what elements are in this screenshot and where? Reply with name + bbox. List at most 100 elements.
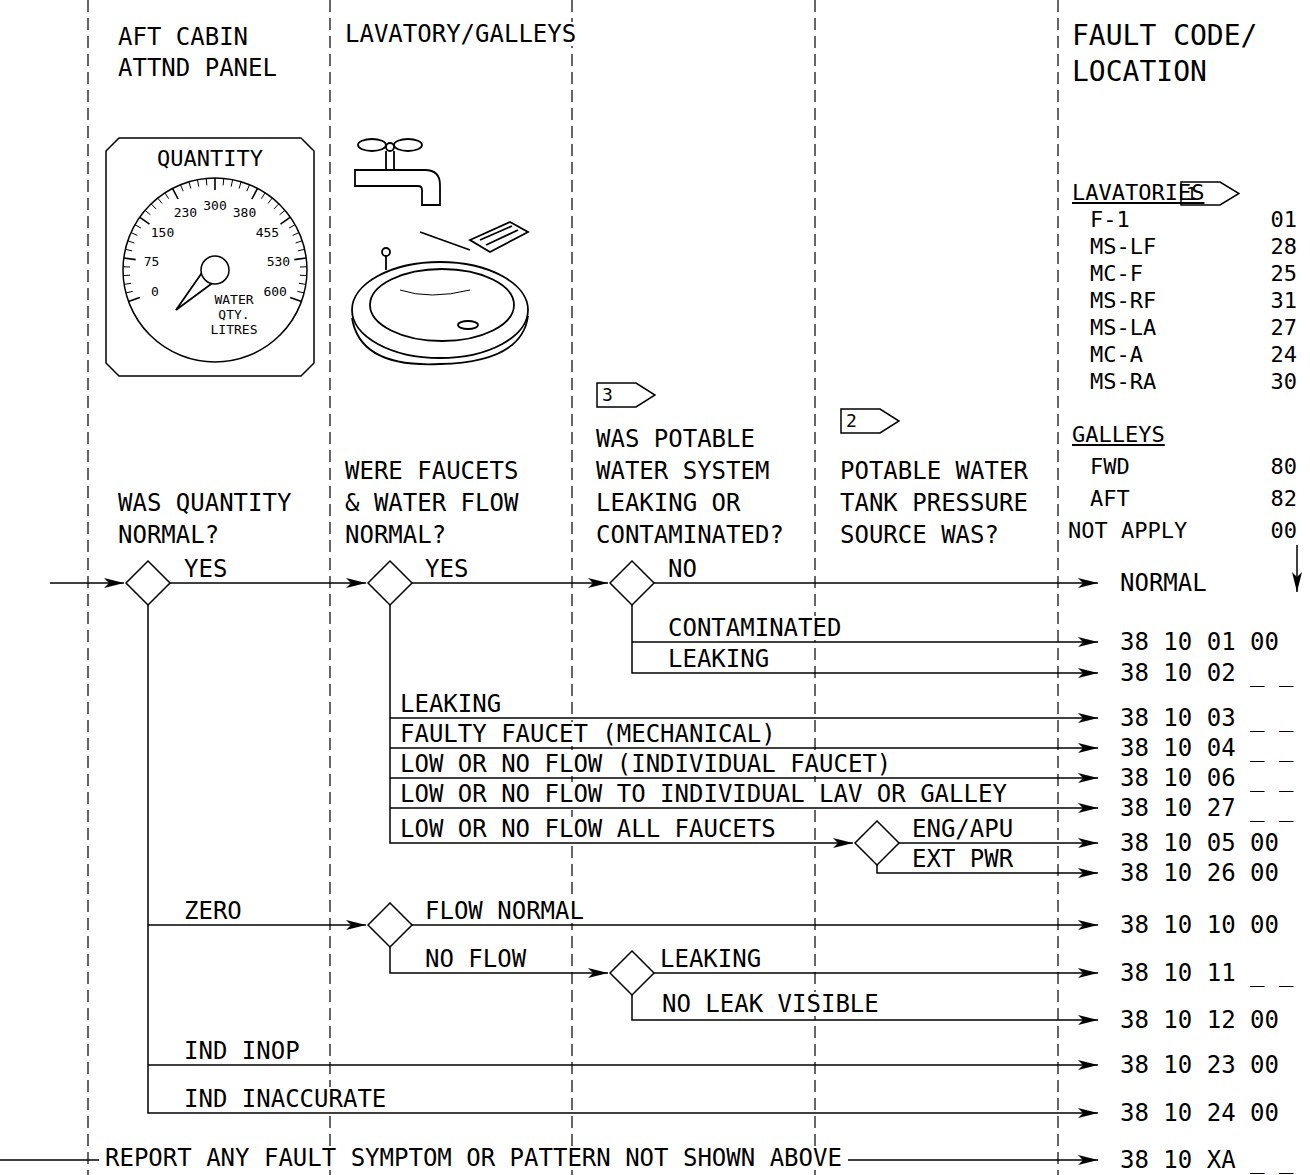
- gauge-scale-number: 0: [151, 285, 159, 299]
- location-code: 80: [1271, 455, 1298, 479]
- gauge-scale-number: 300: [203, 199, 226, 213]
- flow-line: [390, 747, 1098, 749]
- gauge-tick: [197, 180, 198, 187]
- question-text: POTABLE WATER TANK PRESSURE SOURCE WAS?: [840, 455, 1040, 551]
- location-code: 01: [1271, 208, 1298, 232]
- gauge-tick: [261, 193, 265, 199]
- flow-line: [148, 605, 1098, 1113]
- water-gauge: [123, 178, 307, 362]
- fault-code: 38 10 23 00: [1120, 1053, 1279, 1077]
- flow-line: [899, 842, 1098, 844]
- location-code: 31: [1271, 289, 1298, 313]
- gauge-tick: [297, 291, 304, 293]
- flow-line: [412, 582, 608, 584]
- gauge-tick: [274, 204, 279, 209]
- gauge-tick: [158, 198, 162, 204]
- branch-label: IND INACCURATE: [184, 1087, 386, 1111]
- branch-label: REPORT ANY FAULT SYMPTOM OR PATTERN NOT …: [99, 1146, 848, 1170]
- gauge-tick: [189, 182, 191, 189]
- question-text: WAS QUANTITY NORMAL?: [118, 487, 313, 551]
- branch-label: NO FLOW: [425, 947, 526, 971]
- callout-number: 3: [602, 382, 613, 408]
- question-text: WERE FAUCETS & WATER FLOW NORMAL?: [345, 455, 540, 551]
- gauge-tick: [135, 225, 141, 228]
- gauge-tick: [294, 258, 306, 260]
- fault-code: 38 10 27 _ _: [1120, 796, 1293, 820]
- branch-label: LEAKING: [400, 692, 501, 716]
- gauge-scale-number: 530: [267, 255, 290, 269]
- gauge-tick: [299, 283, 306, 284]
- gauge-tick: [129, 297, 140, 301]
- flow-line: [50, 582, 124, 584]
- branch-label: ZERO: [184, 899, 242, 923]
- flow-line: [148, 924, 366, 926]
- outline: [841, 409, 899, 433]
- panel-title: QUANTITY: [105, 147, 315, 171]
- location-code: MS-RF: [1090, 289, 1156, 313]
- fault-code: 38 10 03 _ _: [1120, 706, 1293, 730]
- location-code: 24: [1271, 343, 1298, 367]
- column-heading: AFT CABIN ATTND PANEL: [118, 22, 293, 84]
- gauge-tick: [214, 178, 216, 190]
- question-text: WAS POTABLE WATER SYSTEM LEAKING OR CONT…: [596, 423, 796, 551]
- fault-code: 38 10 02 _ _: [1120, 661, 1293, 685]
- branch-label: EXT PWR: [912, 847, 1013, 871]
- location-code: GALLEYS: [1072, 423, 1165, 447]
- fault-code: 38 10 05 00: [1120, 831, 1279, 855]
- gauge-tick: [151, 204, 156, 209]
- location-code: MC-A: [1090, 343, 1143, 367]
- location-code: 00: [1271, 519, 1298, 543]
- gauge-tick: [298, 249, 305, 251]
- branch-label: FAULTY FAUCET (MECHANICAL): [400, 722, 776, 746]
- callout-number: 1: [1186, 181, 1197, 206]
- column-dividers: [88, 0, 1058, 1175]
- faucet-basin-illustration: [352, 139, 528, 364]
- gauge-tick: [293, 233, 299, 236]
- fault-code: 38 10 10 00: [1120, 913, 1279, 937]
- gauge-tick: [124, 258, 136, 260]
- branch-label: LEAKING: [668, 647, 769, 671]
- gauge-tick: [126, 291, 133, 293]
- gauge-scale-number: 380: [233, 206, 256, 220]
- flow-line: [148, 1064, 1098, 1066]
- column-heading: FAULT CODE/ LOCATION: [1072, 18, 1310, 90]
- flow-line: [1296, 545, 1298, 592]
- gauge-tick: [300, 275, 307, 276]
- location-code: 28: [1271, 235, 1298, 259]
- fault-code: 38 10 06 _ _: [1120, 766, 1293, 790]
- gauge-tick: [123, 275, 130, 276]
- gauge-tick: [223, 178, 225, 185]
- gauge-tick: [281, 217, 291, 224]
- branch-label: ENG/APU: [912, 817, 1013, 841]
- gauge-tick: [131, 233, 137, 236]
- branch-label: NORMAL: [1120, 571, 1207, 595]
- branch-label: LEAKING: [660, 947, 761, 971]
- gauge-scale-number: 150: [151, 226, 174, 240]
- gauge-tick: [247, 185, 250, 192]
- flow-line: [654, 972, 1098, 974]
- outline: [1181, 182, 1239, 205]
- callout-number: 2: [846, 408, 857, 434]
- location-code: 30: [1271, 370, 1298, 394]
- gauge-scale-number: 230: [174, 206, 197, 220]
- fault-code: 38 10 26 00: [1120, 861, 1279, 885]
- flow-line: [170, 582, 366, 584]
- fault-code: 38 10 01 00: [1120, 630, 1279, 654]
- location-code: FWD: [1090, 455, 1130, 479]
- flow-lines: [0, 545, 1297, 1160]
- outline: [106, 138, 314, 376]
- branch-label: YES: [425, 557, 468, 581]
- gauge-scale-number: 455: [256, 226, 279, 240]
- location-code: 25: [1271, 262, 1298, 286]
- gauge-tick: [123, 266, 130, 267]
- location-code: MS-LA: [1090, 316, 1156, 340]
- gauge-tick: [231, 180, 232, 187]
- gauge-legend: WATER QTY. LITRES: [205, 292, 263, 337]
- gauge-tick: [296, 241, 303, 243]
- gauge-tick: [145, 210, 150, 215]
- location-code: 27: [1271, 316, 1298, 340]
- gauge-tick: [173, 188, 179, 199]
- fault-code: 38 10 12 00: [1120, 1008, 1279, 1032]
